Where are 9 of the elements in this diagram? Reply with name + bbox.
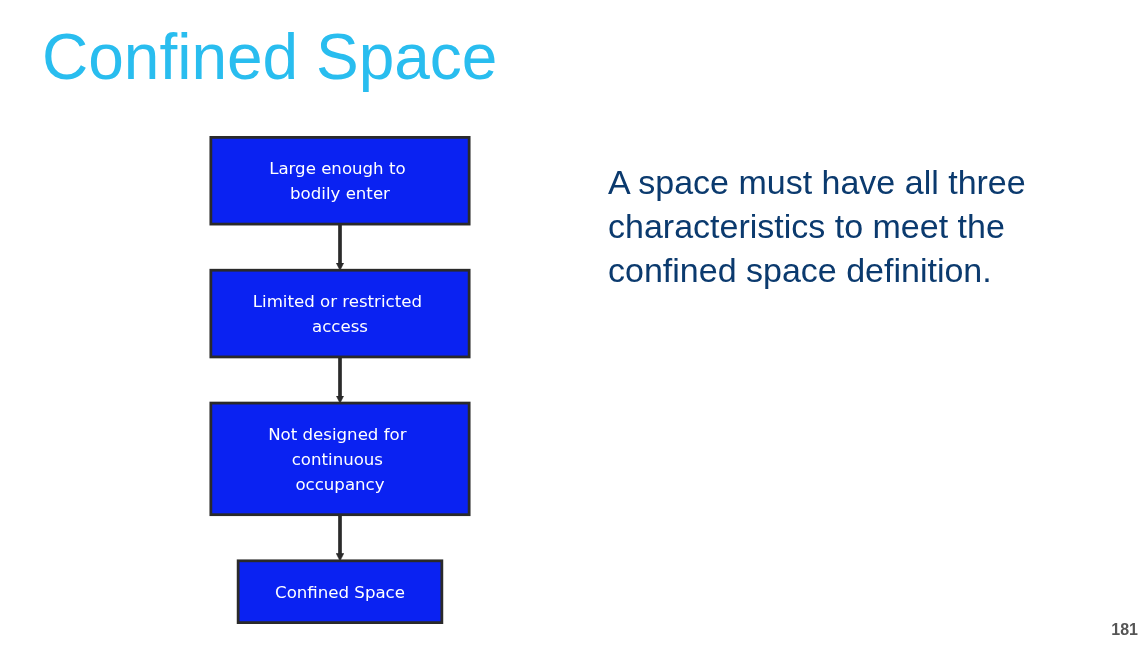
- node-box: Large enough to bodily enter: [209, 136, 471, 226]
- arrow: [335, 224, 345, 271]
- note-text: A space must have all three characteristics to meet the confined space definition.: [608, 162, 1027, 292]
- node-box: Confined Space: [236, 559, 444, 624]
- slide-title: Confined Space: [42, 20, 498, 94]
- node-box: Limited or restricted access: [209, 268, 471, 359]
- arrow: [335, 356, 345, 404]
- node-box: Not designed for continuous occupancy: [209, 401, 471, 517]
- page-number: 181: [1111, 621, 1138, 639]
